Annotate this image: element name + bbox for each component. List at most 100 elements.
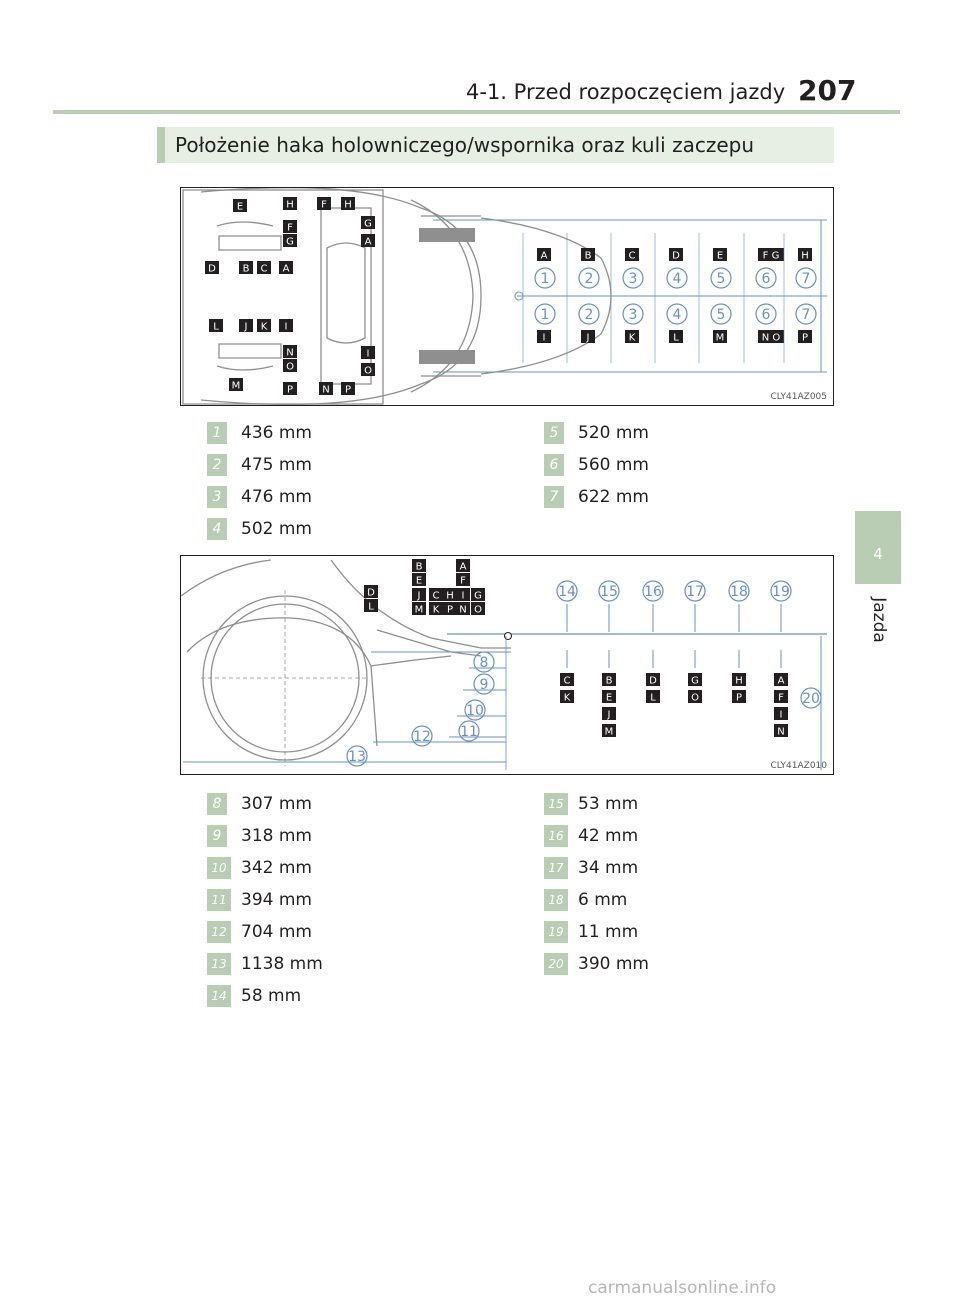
letter-label-bottom-box: [625, 330, 639, 343]
chapter-tab[interactable]: 4: [855, 511, 901, 584]
inset-label-bottom-box: [283, 359, 297, 372]
inset-label-top-box: [205, 261, 219, 274]
inset-label-top-box: [233, 199, 247, 212]
dim-number-top: 3: [629, 271, 638, 287]
page-number: 207: [798, 74, 857, 107]
section-header: Położenie haka holowniczego/wspornika or…: [157, 127, 834, 163]
side-view-illustration: 14CK15BEJM16DL17GO18HP19AFIN891011121320…: [181, 559, 827, 771]
arrow-label-box: [602, 724, 616, 737]
arrow-label: F: [778, 693, 784, 704]
dim-number-bottom-circle: [755, 303, 777, 325]
arrow-label-box: [774, 724, 788, 737]
callout-badge: 14: [207, 985, 231, 1007]
callout-badge: 4: [207, 518, 227, 540]
dim-number-bottom: 2: [585, 307, 594, 323]
inset-label-top: B: [243, 264, 250, 275]
letter-label-bottom-box: [758, 330, 784, 343]
arrow-number-circle: [770, 580, 792, 602]
center-label-box: [361, 363, 375, 376]
letter-label-top-box: [798, 248, 812, 261]
arrow-number-circle: [556, 580, 578, 602]
letter-label-top-box: [581, 248, 595, 261]
hitch-label-box: [412, 602, 426, 615]
inset-label-bottom-box: [283, 382, 297, 395]
dim-number-top: 4: [673, 271, 682, 287]
dim-number-20-circle: [800, 687, 822, 709]
hitch-label: C: [433, 591, 440, 602]
arrow-number: 15: [600, 584, 618, 600]
arrow-label: M: [605, 727, 614, 738]
inset-label-bottom-box: [209, 319, 223, 332]
hitch-label-box: [364, 585, 378, 598]
center-label-box: [361, 234, 375, 247]
dimension-value: 11 mm: [578, 922, 639, 942]
dim-number-top: 1: [541, 271, 550, 287]
dim-number-bottom-circle: [578, 303, 600, 325]
inset-label-top: A: [283, 264, 290, 275]
dim-number-bottom: 1: [541, 307, 550, 323]
dimension-value: 1138 mm: [241, 954, 323, 974]
dimension-value: 390 mm: [578, 954, 649, 974]
dimension-value: 436 mm: [241, 423, 312, 443]
arrow-label: P: [736, 693, 742, 704]
dim-number-bottom-circle: [710, 303, 732, 325]
chapter-label-text: Jazda: [869, 597, 889, 643]
dim-number-top-circle: [622, 267, 644, 289]
arrow-label-box: [688, 690, 702, 703]
arrow-label-box: [646, 673, 660, 686]
dim-number: 12: [413, 729, 431, 745]
inset-label-bottom-box: [279, 319, 293, 332]
arrow-label-box: [646, 690, 660, 703]
hitch-label: G: [474, 591, 482, 602]
callout-badge: 1: [207, 422, 227, 444]
letter-label-top: C: [629, 251, 636, 262]
hitch-label: B: [416, 562, 423, 573]
chapter-number: 4: [873, 545, 883, 563]
hitch-label-box: [471, 588, 485, 601]
arrow-label: O: [691, 693, 699, 704]
dimension-value: 342 mm: [241, 858, 312, 878]
dim-number-top-circle: [666, 267, 688, 289]
dim-number-circle: [346, 745, 368, 767]
dim-number-circle: [411, 725, 433, 747]
dim-number: 13: [348, 749, 366, 765]
inset-label-top: F: [287, 223, 293, 234]
hitch-label: A: [460, 562, 467, 573]
callout-badge: 8: [207, 793, 227, 815]
figure-code: CLY41AZ010: [770, 761, 827, 771]
center-label-box: [361, 216, 375, 229]
letter-label-bottom: L: [673, 333, 679, 344]
dim-number: 8: [480, 655, 489, 671]
callout-badge: 18: [544, 889, 568, 911]
running-header-title: 4-1. Przed rozpoczęciem jazdy: [466, 80, 786, 104]
dim-number-top: 5: [717, 271, 726, 287]
dim-number-top: 7: [802, 271, 811, 287]
arrow-number-circle: [728, 580, 750, 602]
inset-label-bottom-box: [229, 378, 243, 391]
dimension-value: 6 mm: [578, 890, 628, 910]
dim-number-bottom: 4: [673, 307, 682, 323]
hitch-label-box: [456, 602, 470, 615]
callout-badge: 15: [544, 793, 568, 815]
letter-label-bottom-box: [713, 330, 727, 343]
arrow-label: N: [777, 727, 784, 738]
callout-badge: 16: [544, 825, 568, 847]
callout-badge: 7: [544, 486, 564, 508]
hitch-label-box: [429, 588, 443, 601]
hitch-label: O: [474, 605, 482, 616]
arrow-number-circle: [684, 580, 706, 602]
section-title: Położenie haka holowniczego/wspornika or…: [175, 133, 755, 157]
arrow-number: 17: [686, 584, 704, 600]
dimension-value: 560 mm: [578, 455, 649, 475]
hitch-label-box: [412, 588, 426, 601]
dim-number-top: 2: [585, 271, 594, 287]
dim-number: 11: [460, 724, 478, 740]
callout-badge: 12: [207, 921, 231, 943]
callout-badge: 6: [544, 454, 564, 476]
hitch-label-box: [443, 602, 457, 615]
hitch-label: P: [447, 605, 453, 616]
watermark: carmanualsonline.info: [588, 1278, 777, 1298]
